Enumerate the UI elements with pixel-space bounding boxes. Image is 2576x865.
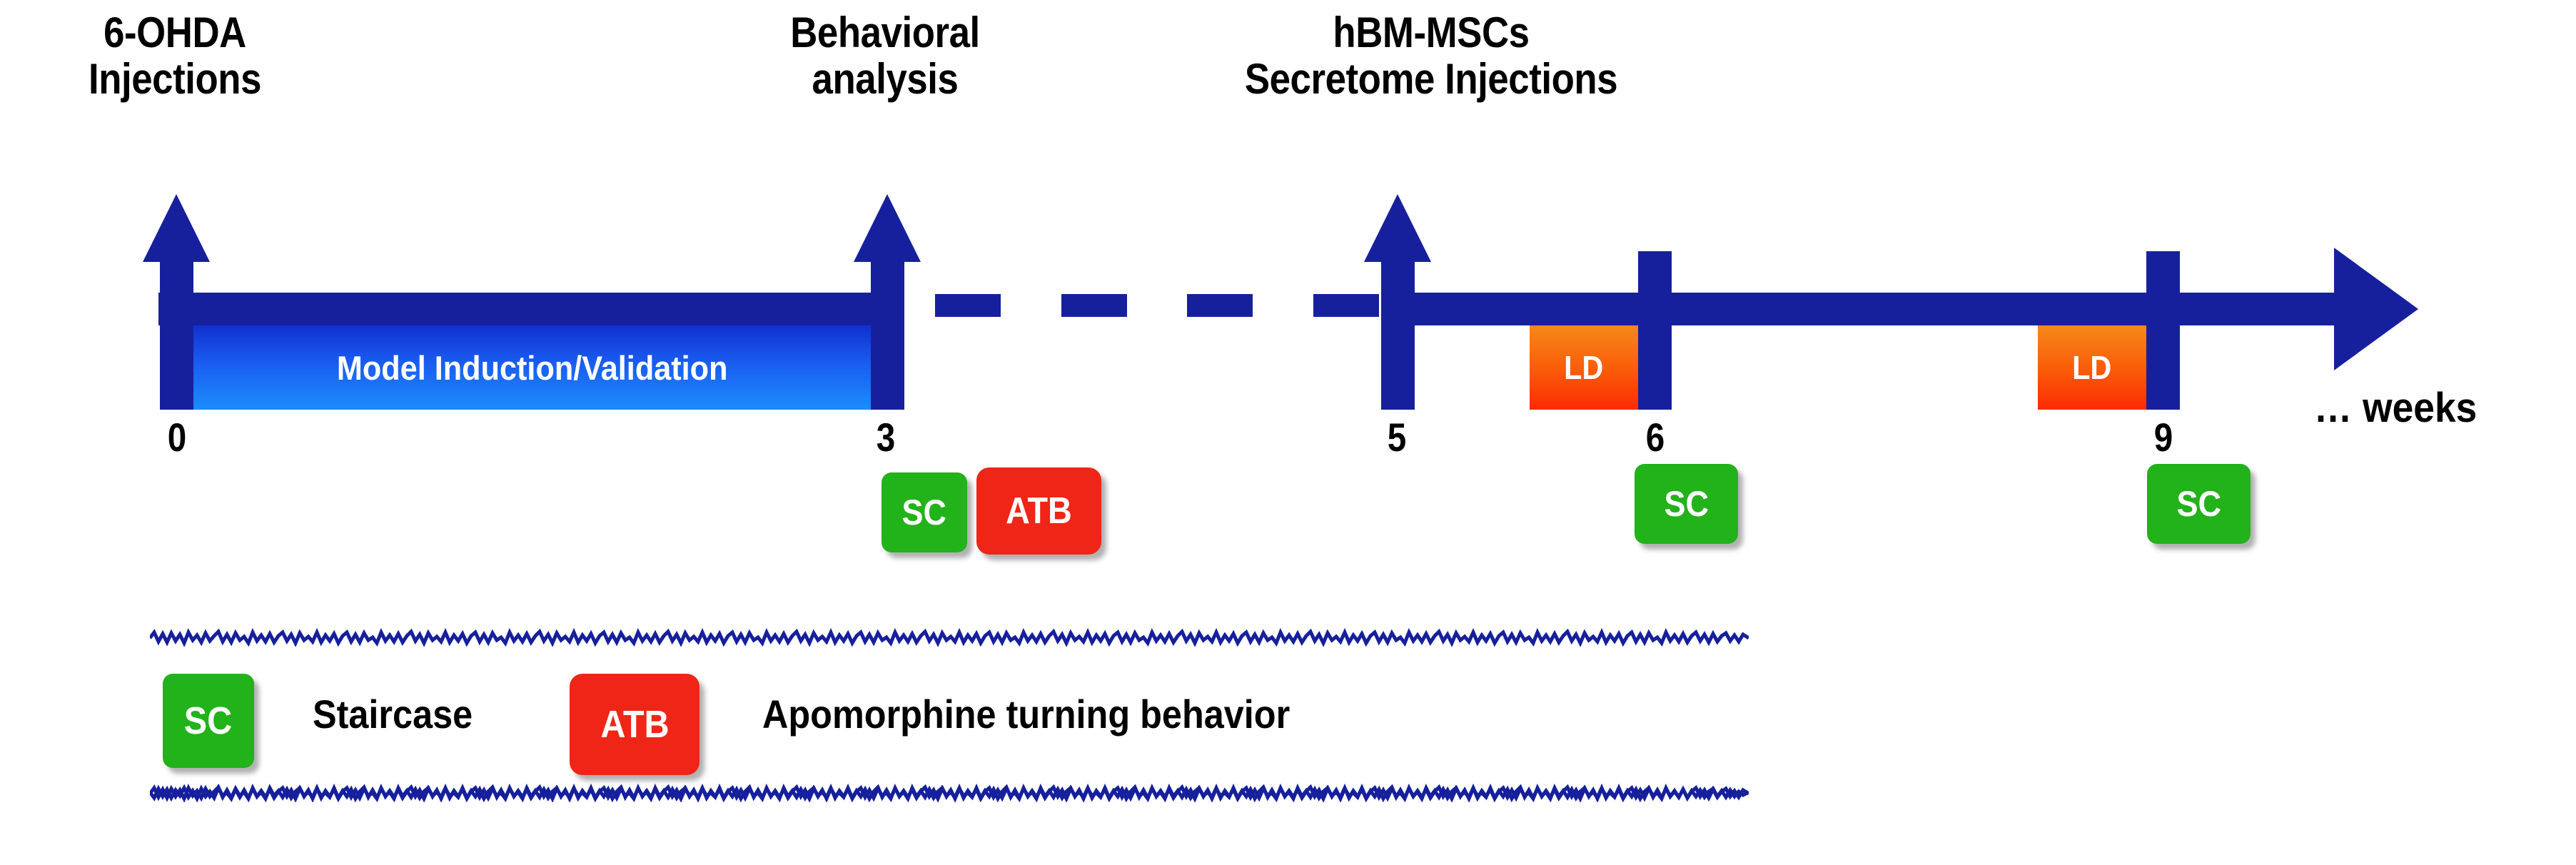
week-label-3: 3 — [876, 415, 896, 460]
event-badge-ld-week6-label: LD — [1564, 349, 1604, 386]
tick-week-5 — [1364, 194, 1433, 410]
timeline-bar-segment-late — [1381, 293, 2338, 325]
event-badge-ld-week9: LD — [2038, 325, 2146, 410]
event-badge-sc-week6-label: SC — [1664, 484, 1709, 524]
event-badge-sc-week6: SC — [1635, 464, 1738, 544]
legend-badge-sc-label: SC — [184, 699, 233, 742]
legend-badge-atb-label: ATB — [600, 703, 670, 746]
timeline-axis: Model Induction/Validation 0 3 5 6 9 … w… — [143, 194, 2477, 555]
timeline-bar-segment-early — [158, 293, 904, 325]
timeline-dash-4 — [1313, 294, 1379, 317]
tick-week-9 — [2146, 251, 2180, 410]
model-induction-validation-label: Model Induction/Validation — [337, 348, 728, 387]
timeline-dash-2 — [1061, 294, 1127, 317]
legend: SC Staircase ATB Apomorphine turning beh… — [150, 628, 1749, 806]
timeline-dash-1 — [935, 294, 1001, 317]
model-induction-validation-bar: Model Induction/Validation — [193, 325, 872, 410]
axis-unit-label: … weeks — [2313, 385, 2477, 431]
legend-row: SC Staircase ATB Apomorphine turning beh… — [150, 662, 1749, 777]
event-badge-sc-week3: SC — [882, 472, 967, 552]
tick-week-0 — [143, 194, 211, 410]
event-badge-sc-week9-label: SC — [2176, 484, 2221, 524]
event-badge-atb-week3: ATB — [976, 467, 1101, 555]
annotation-label-6-ohda: 6-OHDA Injections — [88, 9, 262, 103]
legend-label-staircase: Staircase — [313, 692, 473, 737]
legend-badge-sc: SC — [163, 674, 254, 768]
week-label-0: 0 — [167, 415, 187, 460]
event-badge-atb-week3-label: ATB — [1006, 490, 1072, 532]
week-label-6: 6 — [1645, 415, 1665, 460]
tick-week-3 — [854, 194, 922, 410]
tick-week-6 — [1638, 251, 1672, 410]
legend-badge-atb: ATB — [570, 674, 699, 775]
week-label-9: 9 — [2153, 415, 2173, 460]
legend-top-rule — [150, 628, 1749, 647]
event-badge-sc-week9: SC — [2147, 464, 2251, 544]
legend-label-apomorphine: Apomorphine turning behavior — [762, 692, 1290, 737]
timeline-arrowhead-icon — [2334, 248, 2418, 370]
event-badge-ld-week9-label: LD — [2072, 349, 2112, 386]
event-badge-ld-week6: LD — [1530, 325, 1638, 410]
timeline-dash-3 — [1187, 294, 1253, 317]
legend-bottom-rule — [150, 784, 1749, 802]
annotation-label-secretome-injections: hBM-MSCs Secretome Injections — [1244, 9, 1618, 103]
annotation-label-behavioral-analysis: Behavioral analysis — [790, 9, 980, 103]
event-badge-sc-week3-label: SC — [901, 492, 947, 532]
week-label-5: 5 — [1387, 415, 1407, 460]
